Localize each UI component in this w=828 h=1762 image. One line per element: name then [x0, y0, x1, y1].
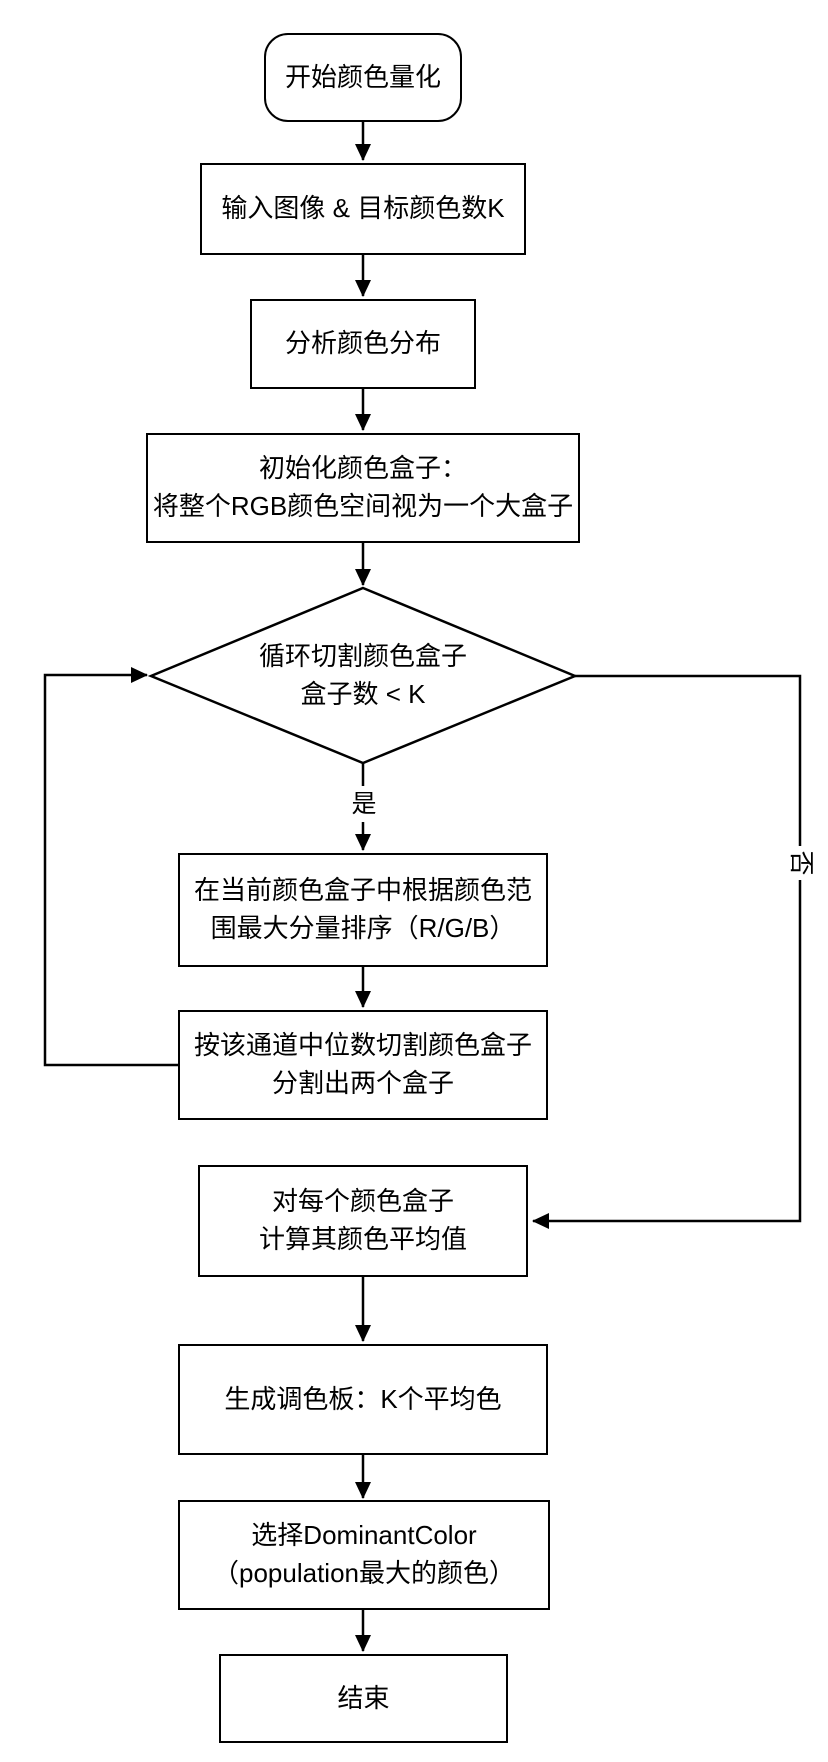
node-sort: 在当前颜色盒子中根据颜色范 围最大分量排序（R/G/B） — [178, 853, 548, 967]
node-init: 初始化颜色盒子： 将整个RGB颜色空间视为一个大盒子 — [146, 433, 580, 543]
node-loop-decision: 循环切割颜色盒子 盒子数 < K — [258, 641, 467, 709]
node-dominant: 选择DominantColor （population最大的颜色） — [178, 1500, 550, 1610]
edge-split-decision-loop — [43, 667, 178, 1067]
node-palette: 生成调色板：K个平均色 — [178, 1344, 548, 1455]
node-input: 输入图像 & 目标颜色数K — [200, 163, 526, 255]
node-end: 结束 — [219, 1654, 508, 1743]
decision-diamond-shape — [147, 586, 579, 765]
node-average: 对每个颜色盒子 计算其颜色平均值 — [198, 1165, 528, 1277]
edge-label-no: 否 — [783, 846, 819, 880]
edge-decision-average-no — [532, 674, 802, 1229]
node-analyze: 分析颜色分布 — [250, 299, 476, 389]
edge-label-yes: 是 — [348, 786, 380, 822]
node-start: 开始颜色量化 — [264, 33, 462, 122]
node-split: 按该通道中位数切割颜色盒子 分割出两个盒子 — [178, 1010, 548, 1120]
